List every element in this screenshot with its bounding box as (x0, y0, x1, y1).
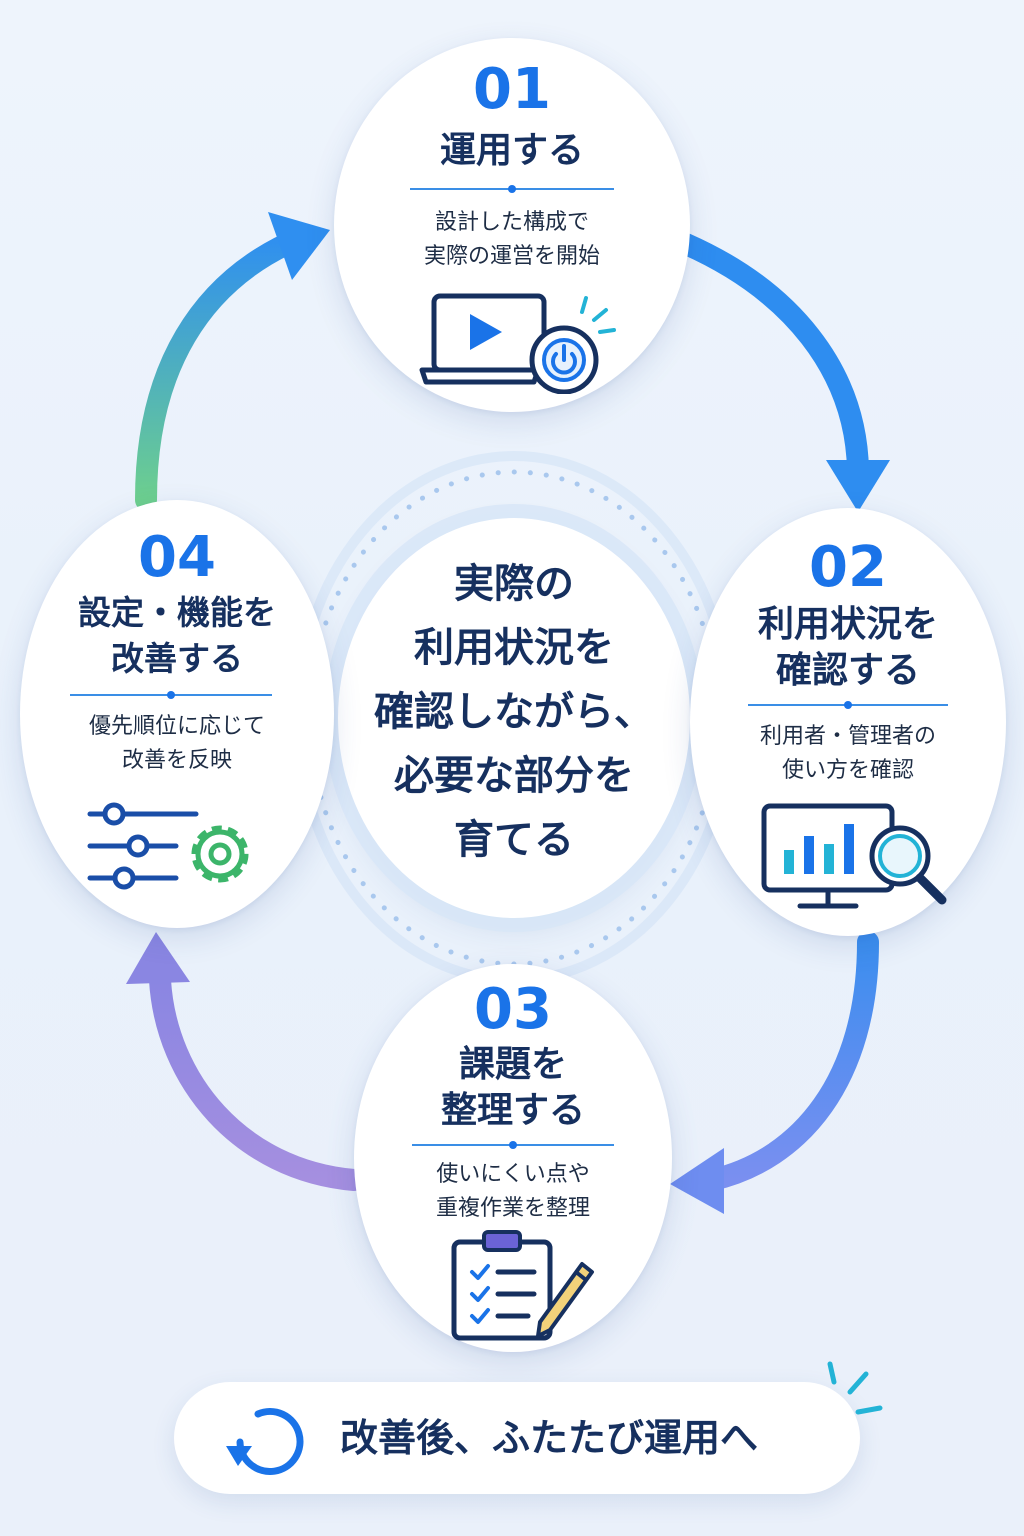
step-number: 01 (473, 57, 551, 122)
step-divider (412, 1141, 614, 1149)
arrow-head-02-to-03 (670, 1148, 724, 1214)
step-title: 運用する (439, 130, 584, 171)
step-title: 設定・機能を 改善する (20, 590, 334, 682)
arrow-04-to-01 (135, 227, 311, 511)
center-text: 実際の 利用状況を 確認しながら、 必要な部分を 育てる (338, 552, 690, 872)
step-number: 04 (138, 525, 216, 590)
arrow-01-to-02 (675, 233, 869, 481)
sliders-gear-icon (87, 802, 249, 890)
arrow-head-03-to-04 (126, 932, 190, 984)
step-01: 01 運用する 設計した構成で 実際の運営を開始 (334, 38, 690, 412)
step-03: 03 課題を 整理する 使いにくい点や 重複作業を整理 (354, 964, 672, 1352)
step-desc-line: 使いにくい点や (436, 1162, 590, 1187)
step-title: 利用状況を 確認する (690, 602, 1006, 694)
step-04: 04 設定・機能を 改善する 優先順位に応じて 改善を反映 (20, 500, 334, 928)
center-statement: 実際の 利用状況を 確認しながら、 必要な部分を 育てる (338, 518, 690, 918)
step-divider (70, 691, 272, 699)
step-number: 02 (809, 535, 887, 600)
step-title-line: 整理する (440, 1090, 585, 1131)
clipboard-checklist-pencil-icon (451, 1230, 594, 1341)
arrow-02-to-03 (701, 931, 879, 1191)
step-desc-line: 改善を反映 (121, 748, 232, 773)
step-desc-line: 設計した構成で (434, 210, 589, 235)
step-desc-line: 優先順位に応じて (88, 714, 265, 739)
monitor-chart-magnifier-icon (761, 803, 947, 909)
accent-rays-icon (827, 1361, 883, 1415)
step-title-line: 課題を (458, 1044, 567, 1085)
footer-banner: 改善後、ふたたび運用へ (174, 1361, 883, 1494)
step-desc-line: 重複作業を整理 (435, 1196, 590, 1221)
step-title-line: 確認する (775, 650, 920, 691)
arrow-head-01-to-02 (826, 460, 890, 512)
center-line: 実際の (454, 561, 574, 607)
step-title-line: 利用状況を (757, 604, 938, 645)
laptop-play-power-icon (419, 293, 616, 394)
center-line: 利用状況を (414, 625, 614, 671)
center-line: 必要な部分を (394, 753, 634, 799)
step-title-line: 設定・機能を (78, 593, 276, 632)
center-line: 育てる (454, 817, 574, 863)
step-desc: 使いにくい点や 重複作業を整理 (354, 1158, 672, 1226)
step-02: 02 利用状況を 確認する 利用者・管理者の 使い方を確認 (690, 508, 1006, 936)
step-desc-line: 使い方を確認 (781, 758, 914, 783)
refresh-cycle-icon (226, 1408, 304, 1475)
step-divider (748, 701, 948, 709)
step-divider (410, 185, 614, 193)
step-title: 課題を 整理する (354, 1042, 672, 1134)
step-desc: 優先順位に応じて 改善を反映 (20, 710, 334, 778)
arrow-head-04-to-01 (268, 212, 330, 280)
center-line: 確認しながら、 (374, 689, 654, 735)
step-desc-line: 実際の運営を開始 (423, 244, 600, 269)
footer-text: 改善後、ふたたび運用へ (340, 1416, 759, 1460)
step-desc: 利用者・管理者の 使い方を確認 (690, 720, 1006, 788)
step-title-line: 改善する (111, 639, 243, 678)
arrow-03-to-04 (149, 969, 365, 1191)
step-number: 03 (474, 977, 552, 1042)
step-desc-line: 利用者・管理者の (759, 724, 936, 749)
step-desc: 設計した構成で 実際の運営を開始 (334, 206, 690, 274)
